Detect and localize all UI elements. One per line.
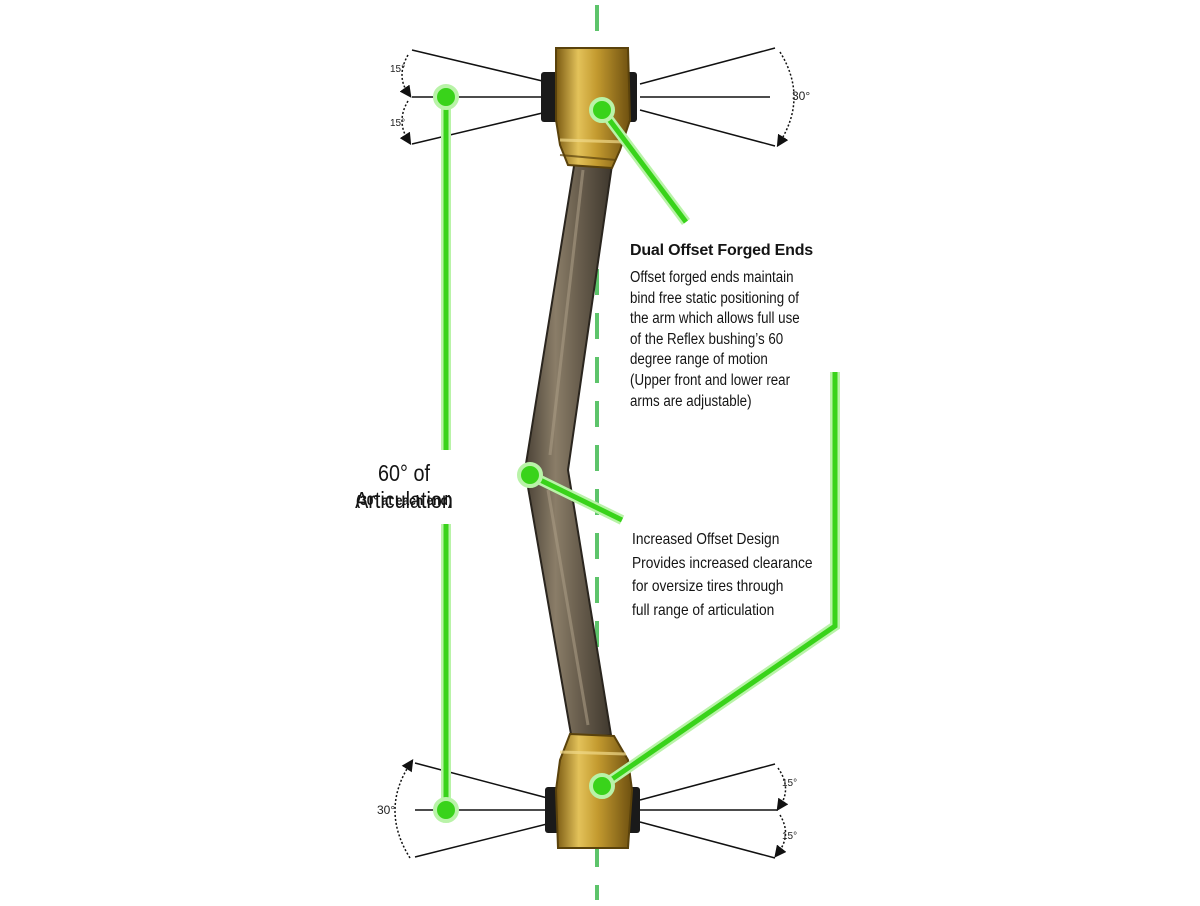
offset-design-callout: Increased Offset Design Provides increas… xyxy=(632,528,856,622)
bottom-left-angle-label: 30° xyxy=(377,803,396,817)
offset-design-line-3: for oversize tires through xyxy=(632,578,784,595)
bottom-right-lower-angle-label: 15° xyxy=(782,831,798,842)
callout-leader-bottom-end xyxy=(589,372,840,799)
articulation-subtitle: (30° at each end) xyxy=(356,492,452,508)
offset-design-line-2: Provides increased clearance xyxy=(632,554,813,572)
top-right-angle-lines xyxy=(639,47,795,148)
top-right-angle-label: 30° xyxy=(792,89,811,103)
bottom-right-upper-angle-label: 15° xyxy=(782,778,798,789)
top-left-upper-angle-label: 15° xyxy=(390,64,406,75)
top-left-lower-angle-label: 15° xyxy=(390,118,406,129)
bottom-right-angle-lines xyxy=(639,763,789,859)
callout-leader-offset xyxy=(517,462,625,525)
bottom-left-angle-lines xyxy=(394,758,556,859)
articulation-title: 60° of Articulation xyxy=(355,460,453,513)
articulation-bracket xyxy=(433,84,459,823)
forged-ends-title: Dual Offset Forged Ends xyxy=(630,242,813,259)
offset-design-title: Increased Offset Design xyxy=(632,531,780,548)
callout-leader-forged xyxy=(589,97,690,225)
top-left-angle-lines xyxy=(399,49,556,146)
offset-design-line-4: full range of articulation xyxy=(632,601,775,619)
forged-ends-description: Offset forged ends maintain bind free st… xyxy=(630,269,800,410)
top-forged-end xyxy=(541,47,637,170)
